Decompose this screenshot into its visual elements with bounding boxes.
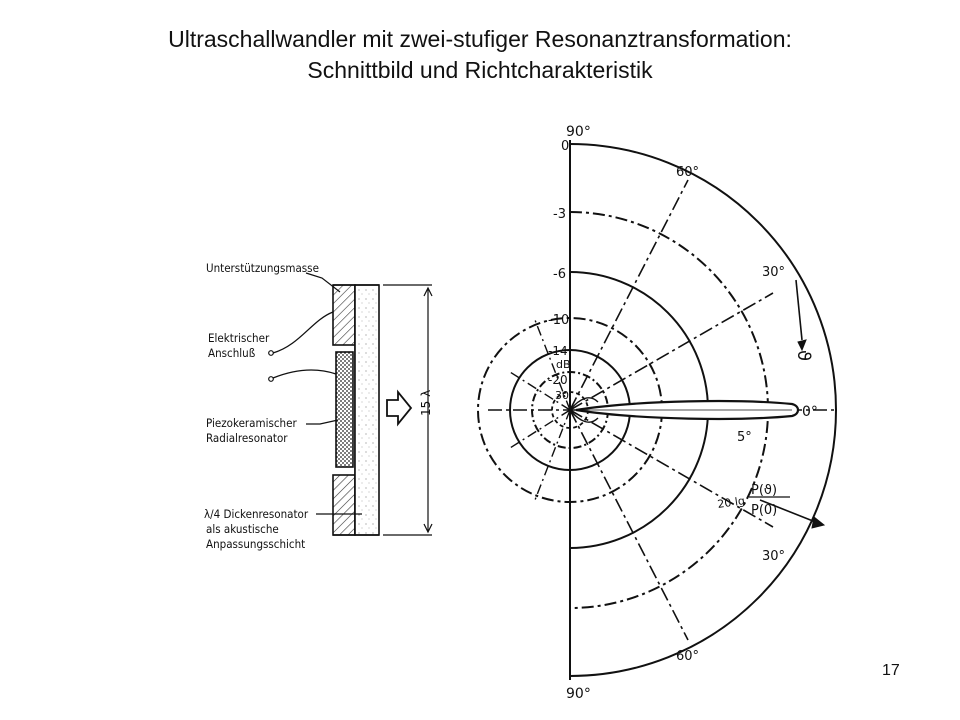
- page-number: 17: [882, 662, 900, 679]
- radial-30-lower: [569, 409, 774, 528]
- leader-electric-1: [272, 311, 334, 354]
- db-label-minus10: -10: [548, 313, 569, 328]
- label-support-mass: Unterstützungsmasse: [206, 261, 319, 275]
- db-label-0: 0: [561, 139, 569, 154]
- label-90-top: 90°: [566, 124, 591, 140]
- polar-labels: 90° 60° 30° 0° 5° 30° 60° 90° ϑ 0 -3 -6 …: [548, 124, 818, 702]
- radial-back-lower-1: [534, 409, 571, 501]
- db-label-minus20: -20: [548, 373, 568, 387]
- radial-back-upper-1: [534, 319, 571, 411]
- label-theta: ϑ: [793, 350, 814, 361]
- support-mass-upper: [332, 284, 356, 346]
- label-0-deg: 0°: [802, 404, 818, 420]
- radial-back-lower-2: [509, 409, 571, 449]
- polar-ring-0db: [569, 143, 837, 677]
- label-quarter-2: als akustische: [206, 522, 279, 536]
- db-label-minus3: -3: [553, 207, 566, 222]
- side-lobes: [569, 397, 599, 423]
- piezo-resonator: [335, 351, 354, 468]
- title-line-2: Schnittbild und Richtcharakteristik: [307, 57, 653, 83]
- label-30-lower: 30°: [762, 549, 785, 564]
- matching-layer: [354, 284, 380, 536]
- formula-denominator: P(0): [751, 503, 777, 518]
- label-dimension: 15 λ: [419, 390, 433, 416]
- db-label-30: 30: [555, 389, 569, 402]
- theta-arrow: [795, 279, 803, 341]
- label-piezo-2: Radialresonator: [206, 431, 288, 445]
- label-90-bottom: 90°: [566, 686, 591, 702]
- radial-60-upper: [569, 179, 689, 411]
- label-electric-2: Anschluß: [208, 346, 256, 360]
- db-unit: dB: [556, 358, 571, 371]
- radial-30-upper: [569, 292, 774, 411]
- db-label-minus14: -14: [548, 344, 568, 358]
- db-label-minus6: -6: [553, 267, 566, 282]
- label-60-upper: 60°: [676, 165, 699, 180]
- label-electric-1: Elektrischer: [208, 331, 270, 345]
- label-quarter-1: λ/4 Dickenresonator: [204, 507, 309, 521]
- label-quarter-3: Anpassungsschicht: [206, 537, 305, 551]
- title-line-1: Ultraschallwandler mit zwei-stufiger Res…: [168, 26, 792, 52]
- support-mass-lower: [332, 474, 356, 536]
- leader-support: [305, 272, 341, 293]
- formula-numerator: P(ϑ): [751, 483, 777, 498]
- label-60-lower: 60°: [676, 649, 699, 664]
- leader-electric-2: [272, 369, 337, 379]
- cross-section: [268, 272, 433, 536]
- formula-prefix: 20 lg: [717, 494, 746, 511]
- leader-piezo: [306, 419, 339, 425]
- polar-plot: [477, 140, 838, 680]
- slide-title: Ultraschallwandler mit zwei-stufiger Res…: [0, 24, 960, 86]
- cross-section-labels: Unterstützungsmasse Elektrischer Anschlu…: [204, 261, 433, 551]
- radial-back-upper-2: [509, 371, 571, 411]
- formula-arrow: [759, 499, 819, 524]
- label-30-upper: 30°: [762, 265, 785, 280]
- radial-60-lower: [569, 409, 689, 641]
- label-piezo-1: Piezokeramischer: [206, 416, 297, 430]
- label-5-deg: 5°: [737, 430, 752, 445]
- radiation-arrow: [386, 389, 413, 427]
